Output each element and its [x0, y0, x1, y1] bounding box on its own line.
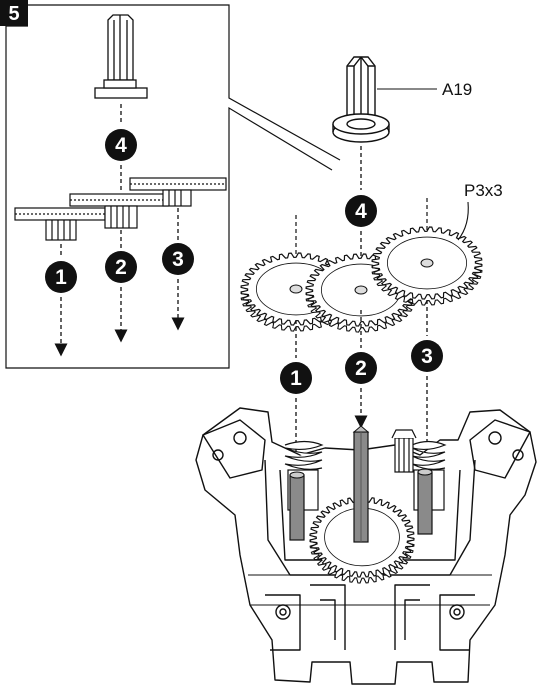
shaft-label: A19	[442, 80, 472, 99]
inset-gear-left	[14, 207, 106, 241]
center-shaft	[352, 425, 370, 543]
left-post	[289, 471, 305, 541]
main-callout-4: 4	[345, 195, 377, 227]
inset-gear-right	[129, 177, 227, 207]
inset-callout-4: 4	[105, 129, 137, 161]
main-callout-1-text: 1	[290, 367, 302, 390]
right-post	[417, 468, 433, 535]
inset-callout-1-text: 1	[55, 266, 67, 289]
main-gear-right	[371, 226, 483, 306]
inset-callout-3: 3	[162, 243, 194, 275]
housing-gear	[309, 496, 415, 584]
housing-large-gear	[309, 496, 415, 584]
main-pin	[332, 56, 390, 143]
gear-leader-line	[457, 201, 469, 241]
main-gears	[240, 226, 483, 333]
inset-frame	[5, 4, 341, 369]
inset-callout-2: 2	[105, 251, 137, 283]
gear-label: P3x3	[464, 181, 503, 200]
step-badge: 5	[0, 0, 28, 26]
step-number: 5	[8, 3, 19, 25]
inset-gear-middle	[69, 193, 169, 229]
main-callout-2-text: 2	[355, 357, 367, 380]
inset-callout-3-text: 3	[172, 248, 184, 271]
main-callout-3-text: 3	[421, 345, 433, 368]
inset-callout-4-text: 4	[115, 134, 127, 157]
main-callout-2: 2	[345, 352, 377, 384]
inset-pin	[94, 14, 148, 99]
main-callout-4-text: 4	[355, 200, 367, 223]
inset-callout-2-text: 2	[115, 256, 127, 279]
main-callout-1: 1	[280, 362, 312, 394]
main-callout-3: 3	[411, 340, 443, 372]
small-pinion	[391, 429, 417, 473]
inset-callout-1: 1	[45, 261, 77, 293]
